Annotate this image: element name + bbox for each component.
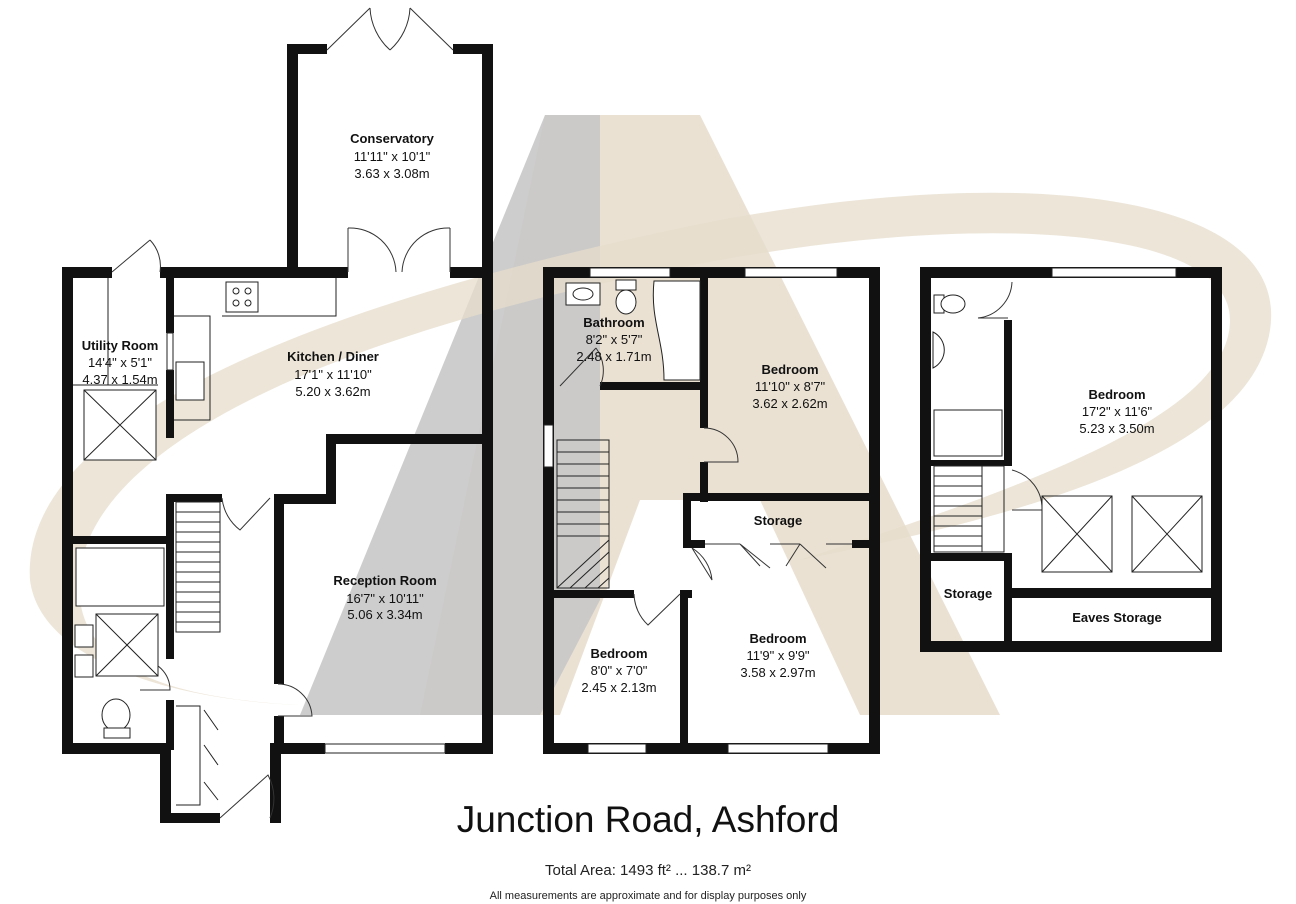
bedroom1-metric: 3.62 x 2.62m bbox=[752, 396, 827, 411]
bedroom1-imperial: 11'10" x 8'7" bbox=[755, 379, 826, 394]
bedroom4-imperial: 17'2" x 11'6" bbox=[1082, 404, 1153, 419]
bedroom4-name: Bedroom bbox=[1088, 387, 1145, 402]
bedroom1-name: Bedroom bbox=[761, 362, 818, 377]
watermark-logo bbox=[29, 115, 1272, 715]
bathroom-imperial: 8'2" x 5'7" bbox=[586, 332, 643, 347]
kitchen-name: Kitchen / Diner bbox=[287, 349, 379, 364]
conservatory-name: Conservatory bbox=[350, 131, 435, 146]
bedroom3-imperial: 11'9" x 9'9" bbox=[746, 648, 809, 663]
storage1-name: Storage bbox=[754, 513, 802, 528]
ground-floor: Conservatory 11'11" x 10'1" 3.63 x 3.08m… bbox=[62, 7, 493, 823]
kitchen-metric: 5.20 x 3.62m bbox=[295, 384, 370, 399]
bedroom2-imperial: 8'0" x 7'0" bbox=[591, 663, 648, 678]
reception-metric: 5.06 x 3.34m bbox=[347, 607, 422, 622]
conservatory-imperial: 11'11" x 10'1" bbox=[354, 149, 431, 164]
second-floor: Bedroom 17'2" x 11'6" 5.23 x 3.50m Stora… bbox=[920, 267, 1222, 652]
total-area: Total Area: 1493 ft² ... 138.7 m² bbox=[545, 862, 751, 879]
utility-imperial: 14'4" x 5'1" bbox=[88, 355, 152, 370]
reception-name: Reception Room bbox=[333, 573, 436, 588]
disclaimer: All measurements are approximate and for… bbox=[490, 890, 807, 902]
bathroom-metric: 2.48 x 1.71m bbox=[576, 349, 651, 364]
reception-imperial: 16'7" x 10'11" bbox=[346, 591, 424, 606]
first-floor: Bathroom 8'2" x 5'7" 2.48 x 1.71m Bedroo… bbox=[543, 267, 880, 754]
bedroom2-name: Bedroom bbox=[590, 646, 647, 661]
utility-name: Utility Room bbox=[82, 338, 159, 353]
bathroom-name: Bathroom bbox=[583, 315, 644, 330]
bedroom2-metric: 2.45 x 2.13m bbox=[581, 680, 656, 695]
eaves-storage-name: Eaves Storage bbox=[1072, 610, 1162, 625]
conservatory-metric: 3.63 x 3.08m bbox=[354, 166, 429, 181]
storage2-name: Storage bbox=[944, 586, 992, 601]
bedroom3-name: Bedroom bbox=[749, 631, 806, 646]
kitchen-imperial: 17'1" x 11'10" bbox=[294, 367, 372, 382]
bedroom3-metric: 3.58 x 2.97m bbox=[740, 665, 815, 680]
bedroom4-metric: 5.23 x 3.50m bbox=[1079, 421, 1154, 436]
property-title: Junction Road, Ashford bbox=[457, 799, 840, 840]
utility-metric: 4.37 x 1.54m bbox=[82, 372, 157, 387]
